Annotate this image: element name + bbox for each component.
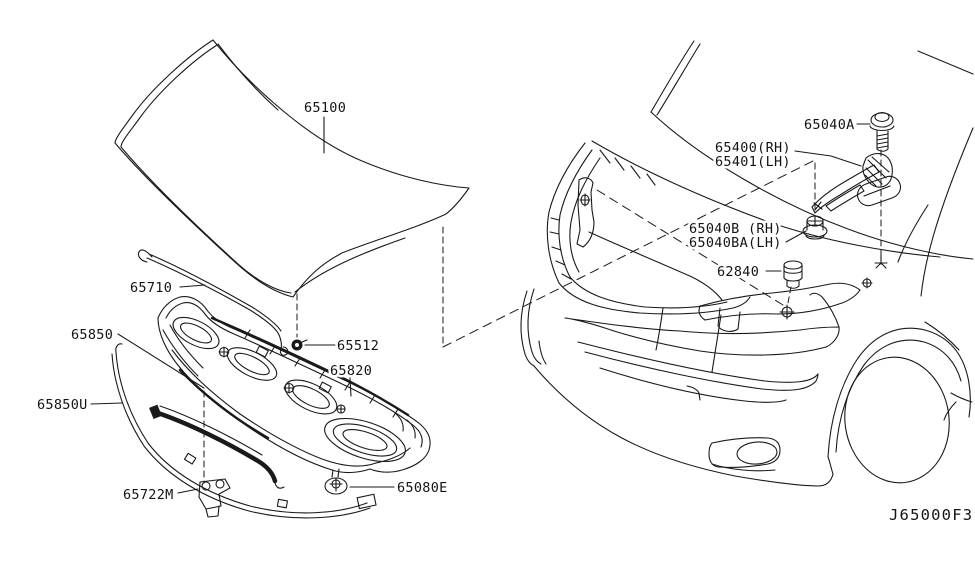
part-label-65040b: 65040B (RH) xyxy=(689,221,782,237)
leader-lines xyxy=(90,116,871,494)
corner-bracket-art xyxy=(198,478,231,518)
hood-hinge-art xyxy=(811,153,902,214)
part-label-65080e: 65080E xyxy=(397,480,448,496)
hood-seal-lower-art xyxy=(111,343,377,519)
hood-rod-art xyxy=(137,249,289,356)
part-label-65850: 65850 xyxy=(71,327,113,343)
part-labels: 65100 65710 65850 65850U 65722M 65512 65… xyxy=(35,98,975,527)
part-label-65400: 65400(RH) xyxy=(715,140,791,156)
hood-panel-art xyxy=(114,39,470,298)
part-label-65040ba: 65040BA(LH) xyxy=(689,235,782,251)
part-label-62840: 62840 xyxy=(717,264,759,280)
part-label-65512: 65512 xyxy=(337,338,379,354)
part-label-65040a: 65040A xyxy=(804,117,855,133)
diagram-code: J65000F3 xyxy=(889,506,973,524)
hood-seal-front-art xyxy=(149,404,285,489)
part-label-65722m: 65722M xyxy=(123,487,174,503)
alignment-dash-lines xyxy=(203,149,888,484)
clip-art xyxy=(324,468,348,495)
hinge-bolt-art xyxy=(869,111,895,152)
rod-grommet-art xyxy=(291,339,308,351)
part-label-65820: 65820 xyxy=(330,363,372,379)
hood-insulator-art xyxy=(157,296,431,474)
bumper-rubber-art xyxy=(783,260,803,289)
part-label-65710: 65710 xyxy=(130,280,172,296)
hinge-nut-art xyxy=(802,215,828,240)
car-front-art xyxy=(520,40,974,487)
part-label-65850u: 65850U xyxy=(37,397,88,413)
part-label-65401: 65401(LH) xyxy=(715,154,791,170)
part-label-65100: 65100 xyxy=(304,100,346,116)
